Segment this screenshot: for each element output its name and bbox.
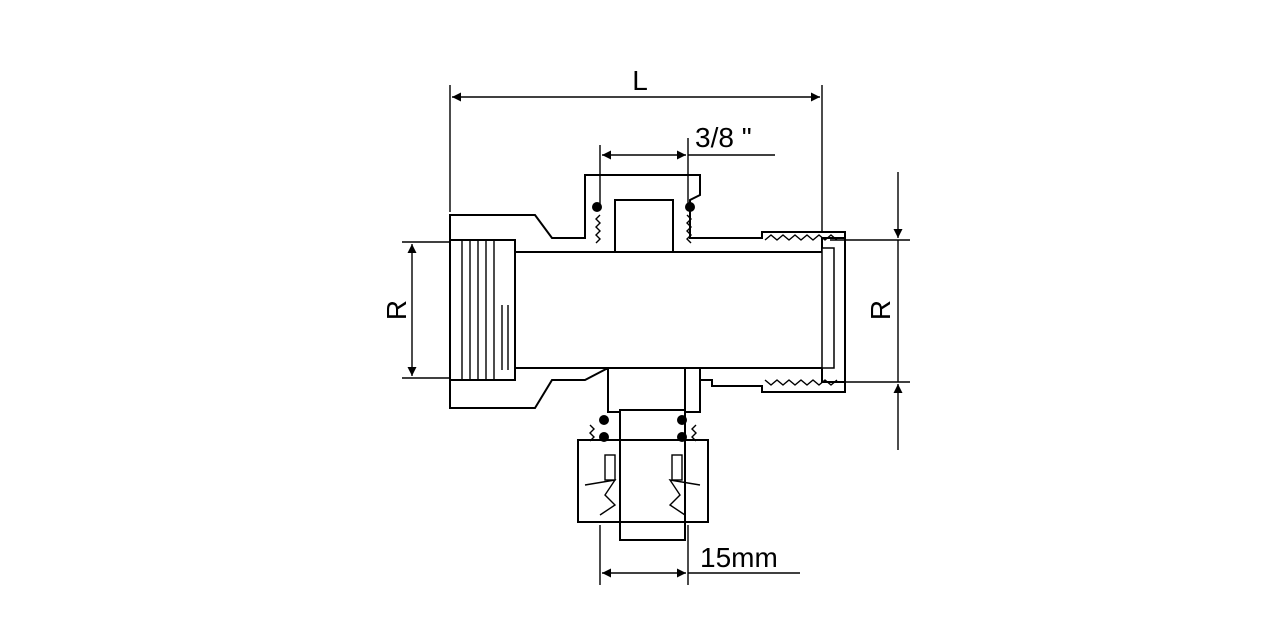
bottom-compression-unit (577, 415, 709, 523)
length-label: L (632, 65, 648, 96)
pipe-size-label: 15mm (700, 542, 778, 573)
fitting-body (449, 174, 846, 541)
branch-thread-label: 3/8 " (695, 122, 752, 153)
dimension-branch-thread: 3/8 " (599, 122, 775, 205)
dimension-length: L (449, 65, 823, 232)
dimension-pipe-size: 15mm (599, 525, 800, 585)
right-thread-label: R (865, 300, 896, 320)
left-thread-label: R (381, 300, 412, 320)
dimension-right-thread: R (830, 172, 910, 450)
dimension-left-thread: R (381, 241, 450, 379)
right-thread (762, 231, 846, 393)
left-thread (449, 239, 516, 381)
